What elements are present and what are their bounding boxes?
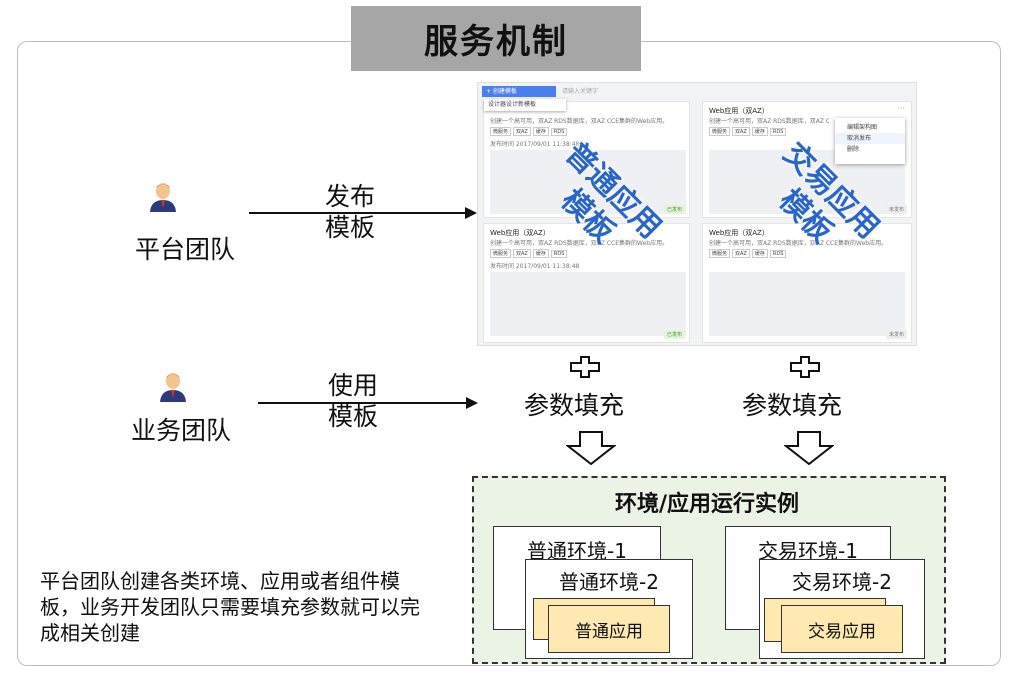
tag: 微服务 [709,249,731,258]
tag: 缓存 [532,127,549,136]
card-desc: 创建一个高可用，双AZ RDS数据库，双AZ CCE集群的Web应用。 [709,240,888,247]
menu-item-delete[interactable]: 删除 [847,146,860,153]
tag: 微服务 [490,249,512,258]
tag: 双AZ [513,127,531,136]
publish-time: 发布时间 2017/09/01 11:38:48 [490,263,580,270]
description-text: 平台团队创建各类环境、应用或者组件模板，业务开发团队只需要填充参数就可以完成相关… [40,569,420,645]
tag: RDS [550,128,568,136]
template-card[interactable]: Web应用（双AZ） 创建一个高可用，双AZ RDS数据库，双AZ CCE集群的… [702,101,912,218]
template-card[interactable]: 创建一个高可用，双AZ RDS数据库，双AZ CCE集群的Web应用。 微服务双… [483,101,690,218]
trade-env-2-label: 交易环境-2 [792,570,892,594]
context-menu: 编辑架构图 取消发布 删除 [835,118,905,164]
use-template-label: 使用 模板 [327,371,378,431]
param-fill-label: 参数填充 [742,391,843,420]
normal-env-2-label: 普通环境-2 [559,570,659,594]
tag: RDS [550,250,568,258]
architecture-thumbnail [490,150,686,214]
down-arrow-icon [566,431,616,465]
more-icon[interactable]: ··· [897,104,905,113]
architecture-thumbnail [709,272,905,336]
card-title: Web应用（双AZ） [490,229,550,237]
status-badge: 未发布 [885,330,907,339]
menu-item-edit[interactable]: 编辑架构图 [847,124,878,131]
tag: RDS [769,128,787,136]
tag: 双AZ [732,127,750,136]
business-team-label: 业务团队 [131,416,232,445]
status-badge: 未发布 [885,205,907,214]
template-console-screenshot: + 创建模板 请输入关键字 设计器设计新模板 创建一个高可用，双AZ RDS数据… [477,82,917,346]
architecture-thumbnail [490,272,686,336]
plus-icon [790,356,820,378]
tag: 缓存 [751,127,768,136]
tag: 双AZ [513,249,531,258]
trade-app-box: 交易应用 [781,605,903,653]
platform-team-label: 平台团队 [135,235,236,264]
card-title: Web应用（双AZ） [709,107,769,115]
tag: 双AZ [732,249,750,258]
menu-item-unpublish[interactable]: 取消发布 [835,133,905,144]
tag: RDS [769,250,787,258]
card-desc: 创建一个高可用，双AZ RDS数据库，双AZ CCE集群的Web应用。 [490,118,669,125]
person-icon [150,183,176,212]
template-card[interactable]: Web应用（双AZ） 创建一个高可用，双AZ RDS数据库，双AZ CCE集群的… [702,223,912,343]
down-arrow-icon [784,431,834,465]
publish-time: 发布时间 2017/09/01 11:38:48 [490,141,580,148]
normal-app-box: 普通应用 [548,605,670,653]
create-template-button[interactable]: + 创建模板 [482,86,556,97]
page-title: 服务机制 [351,6,641,71]
search-input[interactable]: 请输入关键字 [562,88,599,95]
publish-template-label: 发布 模板 [324,182,375,242]
tag: 微服务 [709,127,731,136]
dropdown-item[interactable]: 设计器设计新模板 [484,99,566,111]
plus-icon [570,356,600,378]
tag: 微服务 [490,127,512,136]
person-icon [160,373,186,402]
status-badge: 已发布 [663,205,685,214]
tag: 缓存 [532,249,549,258]
status-badge: 已发布 [663,330,685,339]
tag: 缓存 [751,249,768,258]
publish-arrow [249,207,477,219]
card-desc: 创建一个高可用，双AZ RDS数据库，双AZ CCE集群的Web应用。 [709,118,829,125]
template-card[interactable]: Web应用（双AZ） 创建一个高可用，双AZ RDS数据库，双AZ CCE集群的… [483,223,690,343]
use-arrow [258,397,478,409]
param-fill-label: 参数填充 [524,391,625,420]
runtime-instances-title: 环境/应用运行实例 [614,492,800,517]
card-desc: 创建一个高可用，双AZ RDS数据库，双AZ CCE集群的Web应用。 [490,240,669,247]
card-title: Web应用（双AZ） [709,229,769,237]
